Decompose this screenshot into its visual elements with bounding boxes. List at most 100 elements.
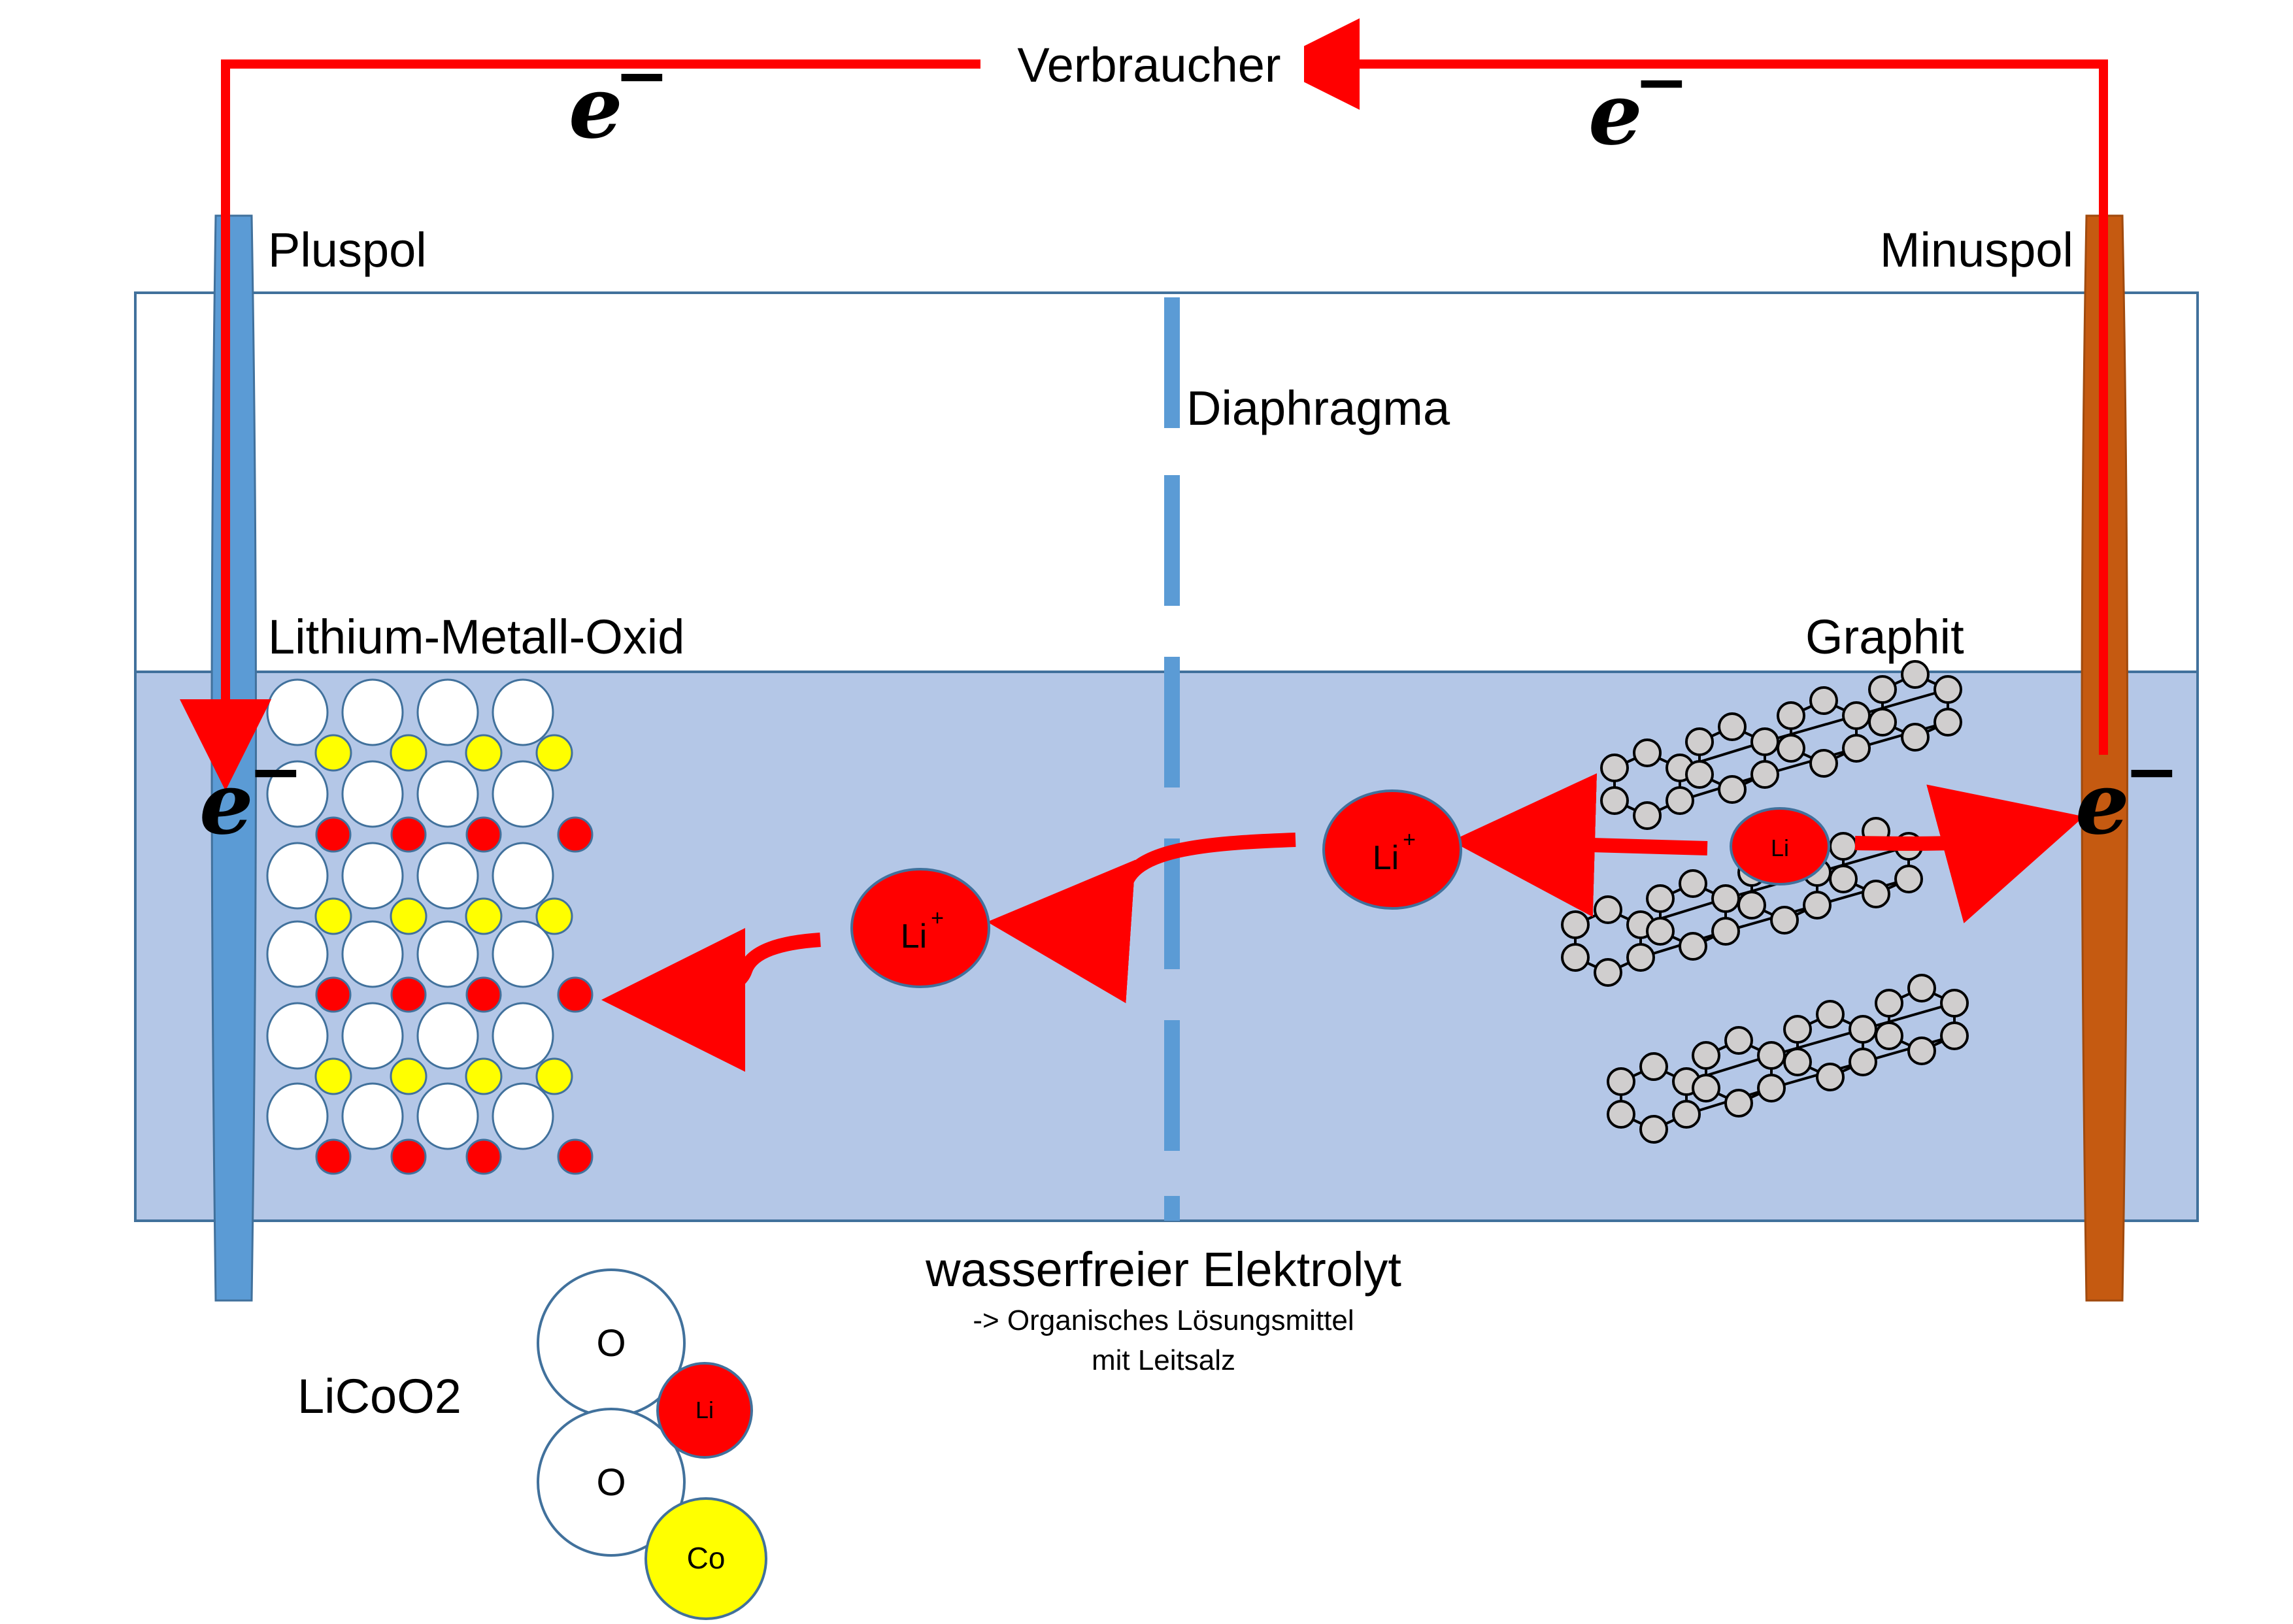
carbon-atom	[1777, 701, 1805, 730]
formula-label: LiCoO2	[297, 1369, 461, 1423]
carbon-atom	[1692, 1041, 1720, 1070]
oxygen-atom	[266, 1082, 329, 1150]
carbon-atom	[1724, 1026, 1753, 1055]
electron-symbol-anode: e −	[2075, 733, 2179, 853]
lithium-atom	[390, 816, 427, 853]
carbon-atom	[1901, 723, 1930, 752]
carbon-atom	[1718, 712, 1747, 741]
oxygen-atom	[341, 920, 404, 988]
lithium-atom	[465, 816, 502, 853]
carbon-atom	[1757, 1041, 1786, 1070]
diaphragm	[1164, 297, 1180, 1221]
carbon-atom	[1757, 1074, 1786, 1102]
carbon-atom	[1875, 1021, 1903, 1050]
cathode-material-label: Lithium-Metall-Oxid	[268, 610, 684, 664]
cobalt-atom	[465, 1057, 503, 1095]
carbon-atom	[1626, 943, 1655, 972]
cobalt-atom	[314, 1057, 352, 1095]
lithium-ion-1-label: Li	[1373, 839, 1399, 877]
svg-text:e: e	[569, 58, 623, 157]
carbon-atom	[1940, 989, 1969, 1018]
carbon-atom	[1607, 1100, 1635, 1129]
carbon-bond	[1862, 1002, 1955, 1031]
cobalt-atom	[314, 734, 352, 772]
carbon-atom	[1933, 675, 1962, 704]
carbon-atom	[1665, 786, 1694, 815]
carbon-bond	[1764, 714, 1857, 743]
legend-oxygen-label-1: O	[596, 1322, 626, 1365]
carbon-atom	[1718, 775, 1747, 804]
cobalt-atom	[465, 734, 503, 772]
lithium-atom-graphite-label: Li	[1771, 835, 1789, 861]
external-wire-right	[1268, 18, 2108, 755]
cobalt-atom	[314, 897, 352, 935]
lithium-atom	[465, 1138, 502, 1175]
graphite-layers	[1561, 660, 1969, 1144]
carbon-atom	[1679, 869, 1707, 898]
oxygen-atom	[341, 1082, 404, 1150]
ion-flow-arrow-1	[1451, 773, 1708, 918]
electron-symbol-top-left: e −	[569, 37, 669, 157]
external-wire-left	[180, 59, 980, 791]
carbon-atom	[1639, 1052, 1668, 1081]
carbon-atom	[1737, 891, 1766, 920]
carbon-atom	[1685, 760, 1714, 789]
oxygen-atom	[266, 1002, 329, 1070]
oxygen-atom	[341, 1002, 404, 1070]
carbon-atom	[1907, 974, 1936, 1003]
oxygen-atom	[266, 760, 329, 828]
lithium-atom	[315, 816, 352, 853]
carbon-atom	[1829, 865, 1858, 893]
carbon-atom	[1750, 727, 1779, 756]
carbon-atom	[1842, 734, 1871, 763]
cobalt-atom	[535, 734, 573, 772]
carbon-atom	[1600, 754, 1629, 782]
oxygen-atom	[416, 760, 479, 828]
carbon-atom	[1607, 1067, 1635, 1096]
lithium-atom	[390, 976, 427, 1013]
cobalt-atom	[390, 734, 427, 772]
carbon-bond	[1771, 1028, 1864, 1057]
carbon-atom	[1933, 708, 1962, 737]
carbon-atom	[1594, 958, 1622, 987]
cobalt-atom	[390, 1057, 427, 1095]
legend-oxygen-label-2: O	[596, 1461, 626, 1504]
ion-flow-arrow-2	[987, 833, 1296, 1004]
oxygen-atom	[416, 1082, 479, 1150]
oxygen-atom	[492, 1082, 554, 1150]
carbon-atom	[1646, 884, 1675, 913]
carbon-atom	[1940, 1021, 1969, 1050]
carbon-atom	[1685, 727, 1714, 756]
oxygen-atom	[492, 842, 554, 910]
carbon-atom	[1829, 832, 1858, 861]
electrolyte-note-2: mit Leitsalz	[1092, 1344, 1235, 1376]
diaphragm-label: Diaphragma	[1186, 381, 1450, 435]
lithium-atom	[465, 976, 502, 1013]
lithium-atom	[557, 816, 594, 853]
electron-flow-arrow-anode	[1854, 784, 2084, 923]
carbon-atom	[1646, 917, 1675, 946]
svg-text:−: −	[2124, 733, 2179, 810]
carbon-atom	[1561, 943, 1590, 972]
lithium-atom	[315, 976, 352, 1013]
lithium-ion-2-label: Li	[901, 918, 927, 955]
lithium-ion-2	[850, 868, 990, 988]
carbon-atom	[1901, 660, 1930, 689]
oxygen-atom	[492, 760, 554, 828]
oxygen-atom	[341, 678, 404, 746]
carbon-atom	[1777, 734, 1805, 763]
svg-text:e: e	[2075, 754, 2130, 853]
legend-cobalt-label: Co	[687, 1541, 726, 1575]
carbon-atom	[1633, 738, 1662, 767]
oxygen-atom	[492, 678, 554, 746]
svg-text:−: −	[614, 37, 669, 114]
carbon-atom	[1711, 917, 1740, 946]
svg-text:−: −	[1634, 43, 1689, 120]
oxygen-atom	[492, 920, 554, 988]
lithium-ion-1	[1322, 789, 1462, 910]
carbon-atom	[1809, 686, 1838, 715]
carbon-atom	[1679, 932, 1707, 961]
lithium-atom	[557, 976, 594, 1013]
carbon-atom	[1561, 910, 1590, 939]
